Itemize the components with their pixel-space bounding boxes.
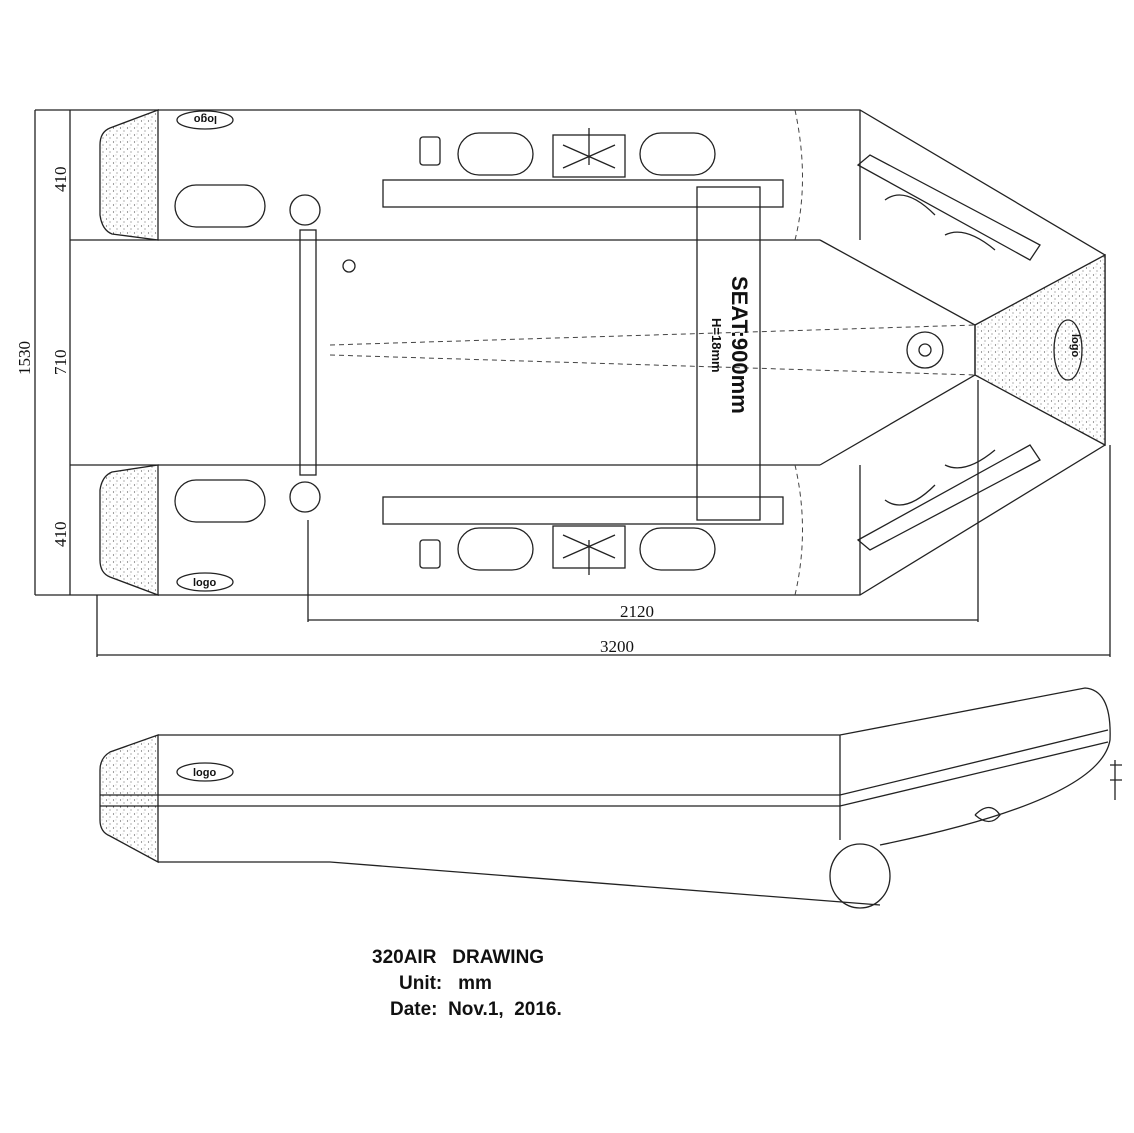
tube-end-bottom [99, 464, 159, 596]
dim-tube-top: 410 [51, 167, 70, 193]
dim-inner-length: 2120 [620, 602, 654, 621]
seat [696, 186, 761, 521]
logos: logo logo logo [176, 110, 1083, 592]
seat-label: SEAT:900mm [727, 276, 752, 414]
svg-text:logo: logo [194, 113, 217, 125]
drawing-unit: Unit: mm [399, 973, 492, 994]
dim-overall-width: 1530 [15, 341, 34, 375]
seat-thickness: H=18mm [709, 318, 724, 373]
dim-floor: 710 [51, 350, 70, 376]
side-view: logo [99, 687, 1122, 909]
dimensions: 1530 410 710 410 2120 3200 [15, 109, 1111, 657]
svg-text:logo: logo [1069, 334, 1081, 357]
title-block: 320AIR DRAWING Unit: mm Date: Nov.1, 201… [372, 945, 562, 1023]
tube-end-top [99, 109, 159, 241]
bow-cone [974, 253, 1106, 447]
dim-tube-bottom: 410 [51, 522, 70, 548]
svg-text:logo: logo [193, 767, 216, 779]
top-view: SEAT:900mm H=18mm logo logo logo 1530 41… [15, 109, 1111, 657]
inner-bow [819, 239, 976, 466]
svg-text:logo: logo [193, 577, 216, 589]
dim-overall-length: 3200 [600, 637, 634, 656]
drawing-title: 320AIR DRAWING [372, 947, 545, 968]
oarlocks-handles [174, 128, 1041, 575]
drawing-date: Date: Nov.1, 2016. [390, 999, 562, 1020]
